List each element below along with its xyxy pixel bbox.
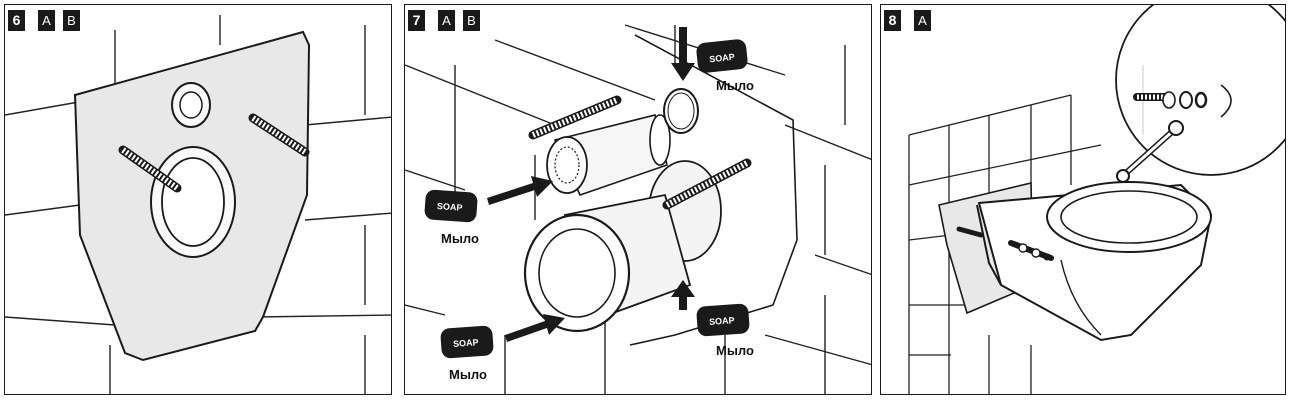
soap-badge-text: SOAP — [437, 201, 463, 213]
arrow-down-icon — [671, 27, 695, 81]
soap-label: Мыло — [449, 367, 487, 382]
threaded-rod-lower — [662, 158, 752, 210]
option-badge-b: B — [463, 10, 480, 31]
soap-bar: SOAP — [696, 39, 748, 73]
arrow-right-icon — [487, 176, 553, 205]
step-8-panel: 8 A — [880, 4, 1286, 395]
insulation-plate-edge — [629, 34, 798, 346]
soap-badge-text: SOAP — [453, 337, 479, 349]
wall-bolt — [956, 226, 984, 238]
soap-bar: SOAP — [696, 303, 750, 337]
step-6-illustration — [5, 15, 391, 394]
threaded-rod-right — [248, 113, 310, 157]
soap-label: Мыло — [441, 231, 479, 246]
washer-icon — [1179, 91, 1193, 109]
soap-badge-text: SOAP — [709, 52, 735, 65]
step-number-badge: 6 — [8, 10, 25, 31]
option-badge-a: A — [38, 10, 55, 31]
wall-tiles — [5, 15, 391, 394]
wall-hung-toilet — [976, 181, 1213, 342]
wrench-icon — [1116, 120, 1184, 183]
side-bolt-with-washers — [1008, 240, 1054, 261]
drain-hole — [150, 146, 236, 258]
option-badge-a: A — [438, 10, 455, 31]
option-badge-a: A — [914, 10, 931, 31]
step-6-panel: 6 A B — [4, 4, 392, 395]
arrow-up-icon — [671, 280, 695, 310]
washer-icon — [1162, 91, 1176, 109]
soap-bar: SOAP — [440, 325, 494, 359]
option-badge-b: B — [63, 10, 80, 31]
detail-magnifier — [1115, 5, 1285, 176]
cap-icon — [1220, 84, 1232, 118]
step-7-illustration: SOAP SOAP SOAP SOAP — [405, 24, 871, 394]
soap-label: Мыло — [716, 78, 754, 93]
upper-pipe-hole — [171, 82, 211, 128]
step-number-badge: 7 — [408, 10, 425, 31]
threaded-rod-left — [118, 145, 182, 193]
step-number-badge: 8 — [884, 10, 901, 31]
drain-elbow — [523, 193, 692, 333]
threaded-rod-upper — [528, 95, 622, 140]
step-8-illustration — [908, 5, 1285, 394]
soap-label: Мыло — [716, 343, 754, 358]
connection-pipe — [546, 114, 671, 196]
wall-tiles — [908, 94, 1102, 394]
sealing-ring — [663, 88, 699, 134]
step-7-panel: 7 A B — [404, 4, 872, 395]
arrow-right-icon — [505, 314, 565, 342]
arrows — [487, 27, 695, 342]
nut-icon — [1194, 91, 1208, 109]
soap-bar: SOAP — [424, 189, 478, 223]
soap-badge-text: SOAP — [709, 315, 735, 327]
